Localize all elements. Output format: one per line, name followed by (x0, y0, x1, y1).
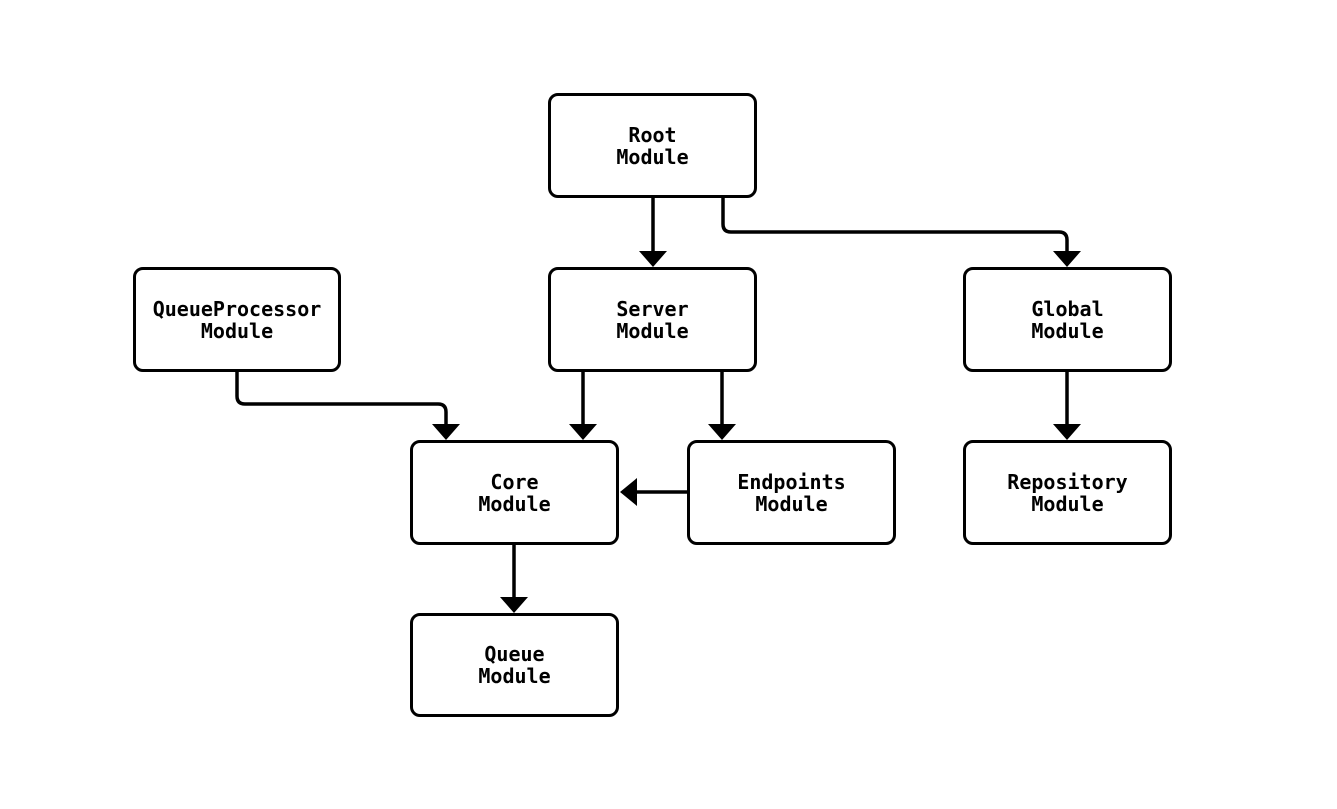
edge-queueprocessor-to-core-line (235, 372, 448, 425)
node-server-module: Server Module (548, 267, 757, 372)
node-repository-module: Repository Module (963, 440, 1172, 545)
edge-server-to-core (569, 372, 597, 440)
node-queue-module: Queue Module (410, 613, 619, 717)
edge-queueprocessor-to-core (235, 372, 460, 440)
edge-core-to-queue (500, 545, 528, 613)
node-core-module: Core Module (410, 440, 619, 545)
edge-root-to-server (639, 198, 667, 267)
node-queueprocessor-module: QueueProcessor Module (133, 267, 341, 372)
arrowhead-queueprocessor-to-core (432, 424, 460, 440)
node-root-module: Root Module (548, 93, 757, 198)
arrowhead-root-to-server (639, 251, 667, 267)
edge-root-to-global-line (721, 198, 1069, 252)
edge-server-to-endpoints (708, 372, 736, 440)
arrowhead-global-to-repository (1053, 424, 1081, 440)
edge-global-to-repository (1053, 372, 1081, 440)
node-global-module: Global Module (963, 267, 1172, 372)
arrowhead-server-to-core (569, 424, 597, 440)
edge-root-to-global (721, 198, 1081, 267)
edge-endpoints-to-core (620, 478, 687, 506)
node-endpoints-module: Endpoints Module (687, 440, 896, 545)
arrowhead-endpoints-to-core (620, 478, 637, 506)
arrowhead-core-to-queue (500, 597, 528, 613)
arrowhead-root-to-global (1053, 251, 1081, 267)
arrowhead-server-to-endpoints (708, 424, 736, 440)
